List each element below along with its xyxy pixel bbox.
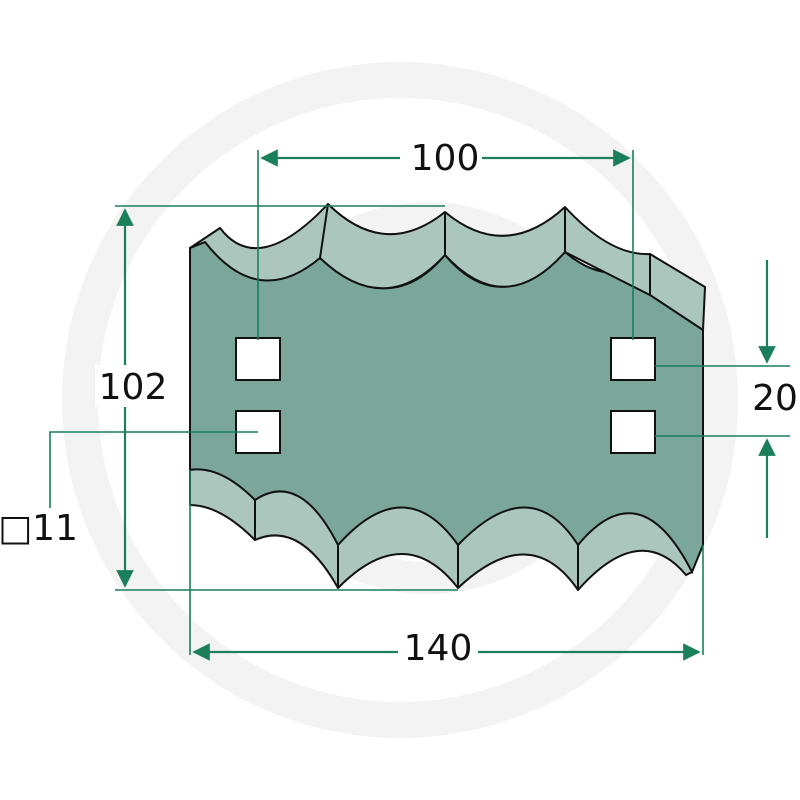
blade-top-bevel xyxy=(189,203,706,331)
dim-label-102: 102 xyxy=(99,367,168,408)
hole-top-right xyxy=(610,337,656,381)
hole-bottom-right xyxy=(610,410,656,454)
hole-top-left xyxy=(235,337,281,381)
blade-bottom-bevel xyxy=(189,468,693,591)
dim-leader-11 xyxy=(49,431,258,520)
dim-label-140: 140 xyxy=(404,628,473,669)
dim-label-20: 20 xyxy=(752,378,798,419)
blade xyxy=(189,203,706,591)
dim-label-11: □11 xyxy=(0,508,78,549)
dim-label-100: 100 xyxy=(411,138,480,179)
